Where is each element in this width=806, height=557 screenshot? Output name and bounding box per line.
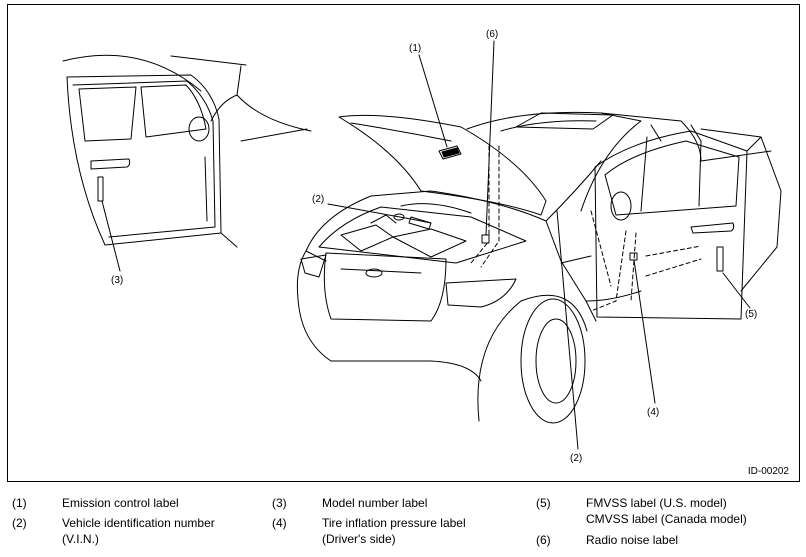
legend: (1) Emission control label (2) Vehicle i… xyxy=(0,490,806,557)
vehicle-label-locations-drawing: (1) (2) (6) (3) (4) (5) (2) xyxy=(62,29,782,464)
legend-text: Radio noise label xyxy=(586,533,679,547)
legend-number: (5) xyxy=(536,496,551,510)
callout-1: (1) xyxy=(409,43,421,54)
car-drawing xyxy=(296,111,782,424)
legend-number: (3) xyxy=(272,496,287,510)
callout-2-lower: (2) xyxy=(570,453,582,464)
callout-5: (5) xyxy=(745,309,757,320)
callout-3: (3) xyxy=(111,275,123,286)
legend-text: Model number label xyxy=(322,496,428,510)
legend-number: (4) xyxy=(272,516,287,530)
door-inset-drawing xyxy=(62,54,312,248)
figure-id-label: ID-00202 xyxy=(747,466,789,477)
diagram-frame: (1) (2) (6) (3) (4) (5) (2) ID-00202 xyxy=(7,4,800,482)
legend-text-line2: (Driver's side) xyxy=(322,532,396,546)
callouts: (1) (2) (6) (3) (4) (5) (2) xyxy=(111,29,757,464)
label-marks xyxy=(97,145,724,272)
callout-4: (4) xyxy=(647,407,659,418)
legend-number: (2) xyxy=(12,516,27,530)
leader-lines xyxy=(101,40,751,450)
callout-2: (2) xyxy=(312,194,324,205)
legend-text: Vehicle identification number xyxy=(62,516,215,530)
legend-text: Emission control label xyxy=(62,496,179,510)
legend-text: FMVSS label (U.S. model) xyxy=(586,496,727,510)
legend-text-line2: (V.I.N.) xyxy=(62,532,99,546)
legend-number: (1) xyxy=(12,496,27,510)
legend-text-line2: CMVSS label (Canada model) xyxy=(586,512,747,526)
callout-6: (6) xyxy=(486,29,498,40)
legend-number: (6) xyxy=(536,533,551,547)
legend-text: Tire inflation pressure label xyxy=(322,516,466,530)
